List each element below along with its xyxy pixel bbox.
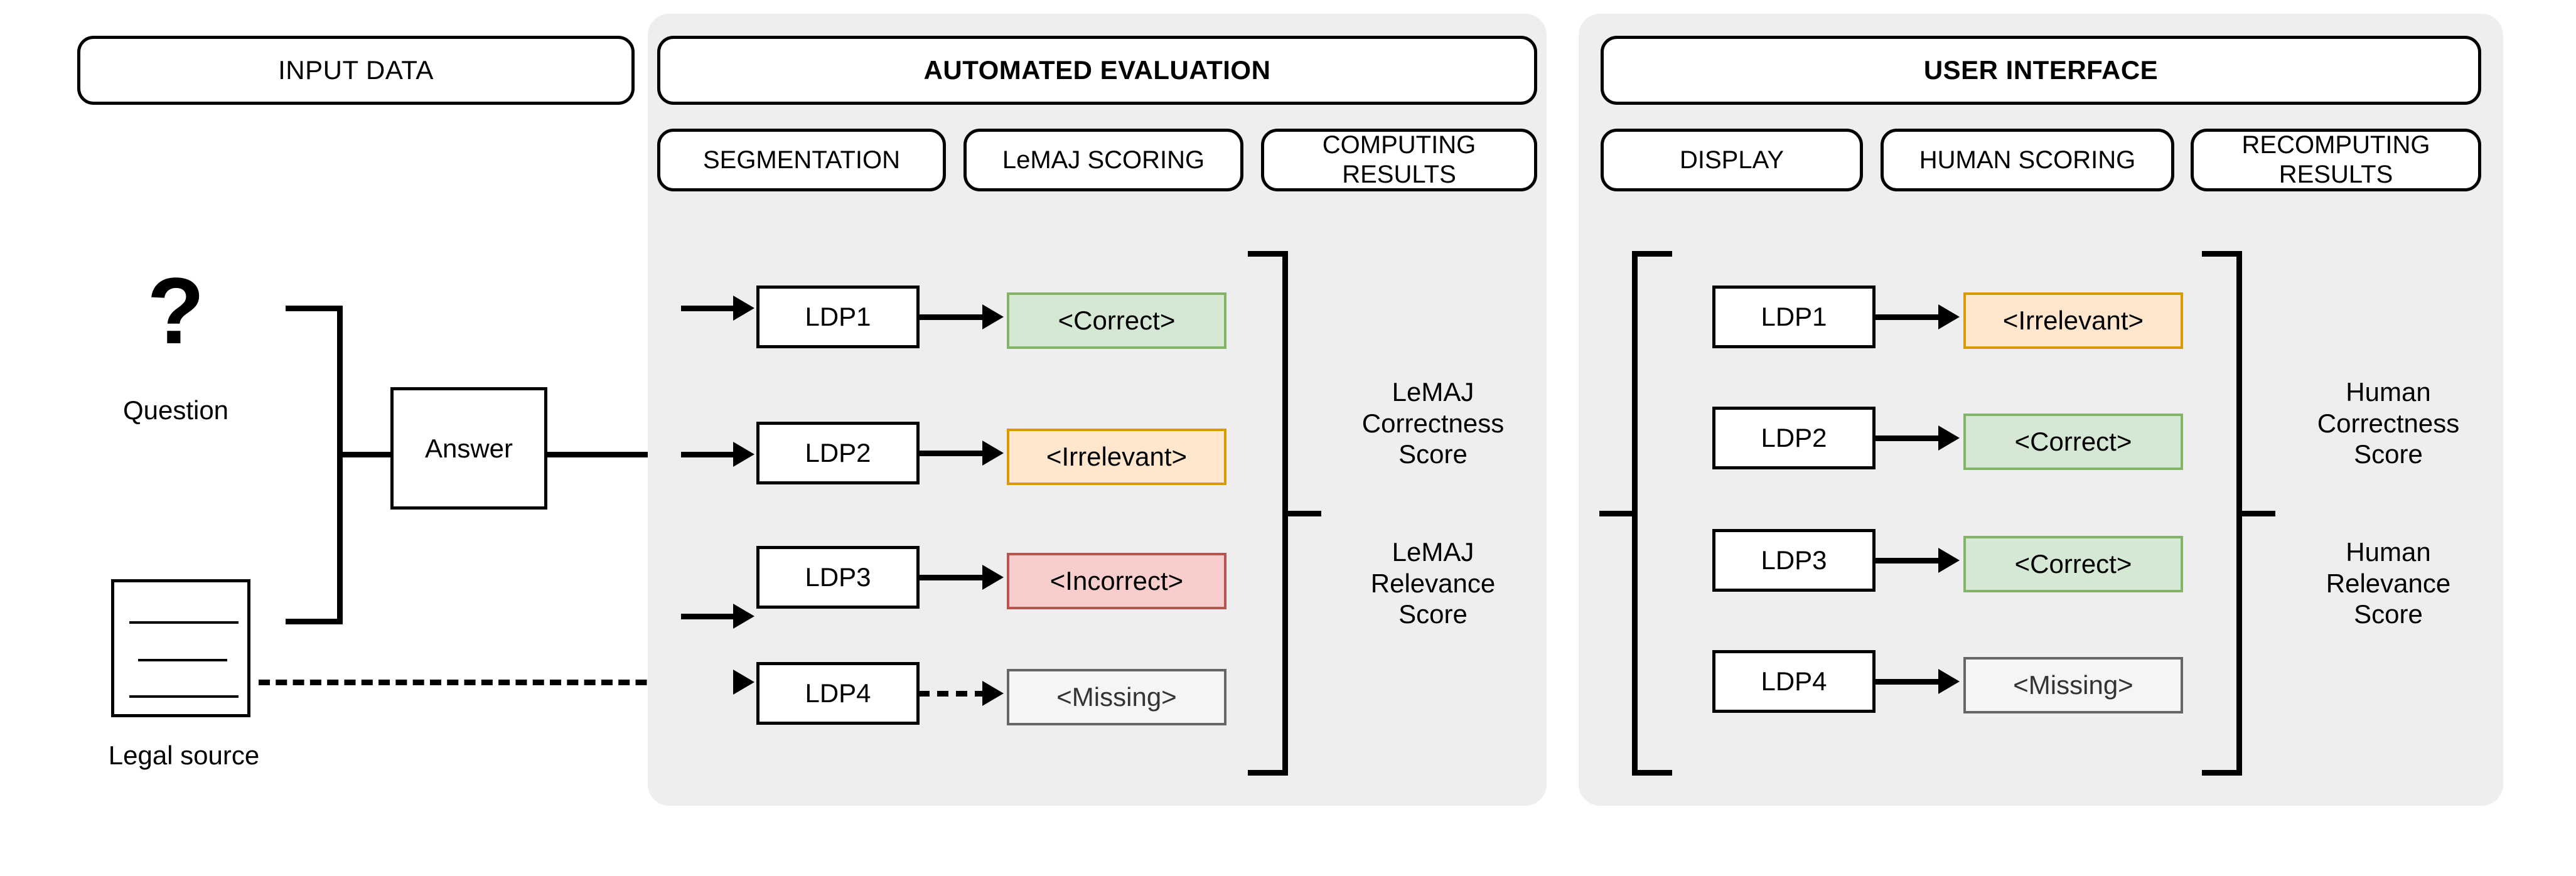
legal-source-to-ldp4-dashed-line <box>259 680 733 685</box>
ui-ldp1-verdict-label: <Irrelevant> <box>2002 306 2144 335</box>
stage-lemaj-scoring-label: LeMAJ SCORING <box>1002 146 1205 174</box>
ui-relevance-score-label: Human Relevance Score <box>2326 537 2451 629</box>
answer-box-label: Answer <box>424 433 513 463</box>
ae-ldp3-verdict-arrow <box>982 565 1004 590</box>
ui-display-bracket-stub <box>1599 511 1636 516</box>
legal-source-to-merge-line <box>286 619 342 624</box>
ui-ldp1-verdict[interactable]: <Irrelevant> <box>1963 292 2183 349</box>
answer-out-line <box>545 452 686 457</box>
ae-ldp3-verdict-label: <Incorrect> <box>1049 566 1184 596</box>
stage-recomputing-results: RECOMPUTING RESULTS <box>2191 129 2481 191</box>
ae-ldp4-to-verdict-dashed-line <box>918 691 986 697</box>
ae-ldp3-label: LDP3 <box>805 562 871 592</box>
ae-ldp2-verdict: <Irrelevant> <box>1007 429 1226 485</box>
ui-ldp2-verdict-label: <Correct> <box>2014 427 2132 456</box>
ae-ldp4-label: LDP4 <box>805 678 871 708</box>
ui-ldp3-verdict-label: <Correct> <box>2014 549 2132 579</box>
stage-computing-results: COMPUTING RESULTS <box>1261 129 1537 191</box>
stage-display: DISPLAY <box>1601 129 1863 191</box>
ae-ldp3-box: LDP3 <box>756 546 920 609</box>
ui-ldp1-to-verdict-line <box>1874 314 1943 320</box>
stage-display-label: DISPLAY <box>1680 146 1784 174</box>
ae-ldp3-verdict: <Incorrect> <box>1007 553 1226 609</box>
ae-results-bracket-stub <box>1282 511 1321 516</box>
branch-arrow-ldp2 <box>733 442 754 467</box>
ui-ldp2-verdict[interactable]: <Correct> <box>1963 414 2183 470</box>
branch-arrow-ldp3 <box>733 604 754 629</box>
stage-segmentation-label: SEGMENTATION <box>702 146 901 174</box>
merge-vertical-line <box>337 306 343 624</box>
stage-lemaj-scoring: LeMAJ SCORING <box>963 129 1243 191</box>
ui-ldp4-verdict-label: <Missing> <box>2013 670 2133 700</box>
ui-results-bracket-stub <box>2236 511 2275 516</box>
ui-ldp4-verdict[interactable]: <Missing> <box>1963 657 2183 713</box>
ae-ldp1-verdict-arrow <box>982 304 1004 329</box>
ui-ldp3-box: LDP3 <box>1712 529 1876 592</box>
ae-correctness-score-label: LeMAJ Correctness Score <box>1361 377 1505 469</box>
automated-evaluation-header-label: AUTOMATED EVALUATION <box>923 55 1271 85</box>
stage-computing-results-label: COMPUTING RESULTS <box>1322 131 1476 188</box>
question-mark-icon: ? <box>147 258 205 363</box>
ae-ldp1-verdict: <Correct> <box>1007 292 1226 349</box>
ui-ldp3-to-verdict-line <box>1874 558 1943 564</box>
ae-ldp1-box: LDP1 <box>756 286 920 348</box>
ui-ldp2-label: LDP2 <box>1761 423 1827 452</box>
stage-human-scoring: HUMAN SCORING <box>1881 129 2174 191</box>
branch-arm-ldp1 <box>681 306 738 311</box>
ae-ldp4-box: LDP4 <box>756 662 920 725</box>
question-caption: Question <box>122 395 229 425</box>
stage-segmentation: SEGMENTATION <box>657 129 946 191</box>
ae-ldp2-box: LDP2 <box>756 422 920 484</box>
ui-ldp4-box: LDP4 <box>1712 650 1876 713</box>
question-to-merge-line <box>286 306 342 311</box>
ae-ldp2-verdict-label: <Irrelevant> <box>1046 442 1188 471</box>
ui-ldp1-verdict-arrow <box>1938 304 1960 329</box>
ae-ldp2-to-verdict-line <box>918 451 987 456</box>
user-interface-header: USER INTERFACE <box>1601 36 2481 105</box>
ui-display-bracket <box>1632 251 1672 776</box>
branch-arm-ldp2 <box>681 452 738 457</box>
ae-ldp4-verdict-label: <Missing> <box>1056 682 1177 712</box>
ui-ldp2-to-verdict-line <box>1874 435 1943 441</box>
document-icon <box>111 579 250 717</box>
input-data-header-label: INPUT DATA <box>278 55 434 85</box>
ui-ldp3-label: LDP3 <box>1761 545 1827 575</box>
stage-recomputing-results-label: RECOMPUTING RESULTS <box>2241 131 2430 188</box>
ui-ldp4-label: LDP4 <box>1761 666 1827 696</box>
ui-ldp3-verdict-arrow <box>1938 548 1960 573</box>
ui-ldp4-verdict-arrow <box>1938 669 1960 694</box>
stage-human-scoring-label: HUMAN SCORING <box>1919 146 2136 174</box>
branch-arrow-ldp4 <box>733 670 754 695</box>
ae-ldp4-verdict-arrow <box>982 681 1004 706</box>
ui-ldp1-box: LDP1 <box>1712 286 1876 348</box>
ui-correctness-score-label: Human Correctness Score <box>2317 377 2460 469</box>
ui-ldp2-verdict-arrow <box>1938 425 1960 451</box>
legal-source-caption: Legal source <box>108 740 260 770</box>
automated-evaluation-header: AUTOMATED EVALUATION <box>657 36 1537 105</box>
answer-box: Answer <box>390 387 547 510</box>
ae-relevance-score-label: LeMAJ Relevance Score <box>1370 537 1496 629</box>
ae-ldp2-verdict-arrow <box>982 441 1004 466</box>
ui-ldp2-box: LDP2 <box>1712 407 1876 469</box>
ae-ldp1-verdict-label: <Correct> <box>1058 306 1176 335</box>
ae-ldp4-verdict: <Missing> <box>1007 669 1226 725</box>
input-data-header: INPUT DATA <box>77 36 635 105</box>
ae-ldp1-to-verdict-line <box>918 314 987 320</box>
user-interface-header-label: USER INTERFACE <box>1923 55 2159 85</box>
ae-ldp2-label: LDP2 <box>805 438 871 467</box>
merge-to-answer-line <box>337 452 394 457</box>
branch-arrow-ldp1 <box>733 296 754 321</box>
ui-ldp3-verdict[interactable]: <Correct> <box>1963 536 2183 592</box>
ui-ldp4-to-verdict-line <box>1874 679 1943 685</box>
ae-ldp3-to-verdict-line <box>918 575 987 580</box>
ae-ldp1-label: LDP1 <box>805 302 871 331</box>
ui-ldp1-label: LDP1 <box>1761 302 1827 331</box>
branch-arm-ldp3 <box>681 614 738 619</box>
